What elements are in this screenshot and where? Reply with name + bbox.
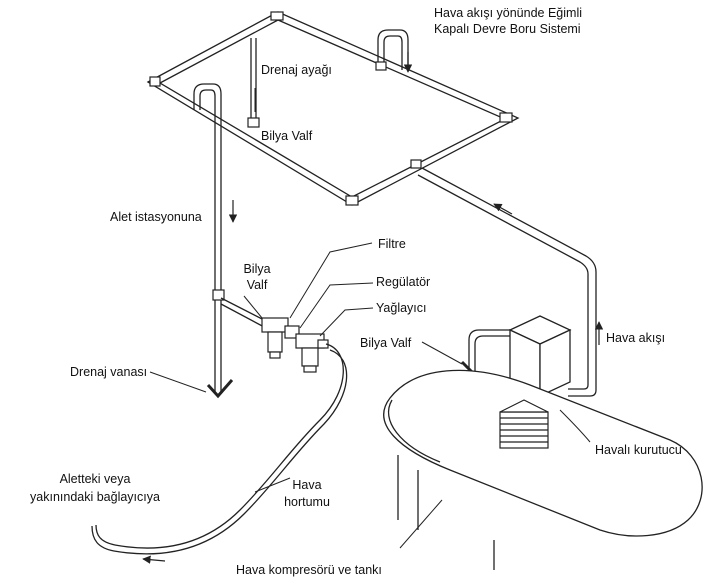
tee-fitting <box>212 289 225 301</box>
air-hose <box>91 343 348 555</box>
top-right-drop <box>377 29 409 70</box>
label-drain-valve: Drenaj vanası <box>70 365 148 379</box>
label-ball-valve-right: Bilya Valf <box>360 336 412 350</box>
flow-arrow-riser <box>493 203 513 215</box>
label-compressor-tank: Hava kompresörü ve tankı <box>236 563 382 577</box>
system-title-line-1: Hava akışı yönünde Eğimli <box>434 6 582 20</box>
label-to-tool-2: yakınındaki bağlayıcıya <box>30 490 160 504</box>
label-lubricator: Yağlayıcı <box>376 301 427 315</box>
ball-valve-top <box>247 117 260 128</box>
drain-valve <box>206 379 234 399</box>
system-title-line-2: Kapalı Devre Boru Sistemi <box>434 22 581 36</box>
compressor-tank <box>383 369 703 570</box>
riser-pipe <box>417 167 597 397</box>
tool-station-drop <box>193 83 222 392</box>
compressor-outlet-pipe <box>468 329 510 425</box>
label-to-tool-station: Alet istasyonuna <box>110 210 202 224</box>
filter-unit <box>261 317 300 359</box>
label-air-dryer: Havalı kurutucu <box>595 443 682 457</box>
leader-lines <box>149 88 591 549</box>
label-filter: Filtre <box>378 237 406 251</box>
compressor-head <box>499 399 549 449</box>
regulator-lubricator-unit <box>295 333 329 373</box>
label-to-tool-1: Aletteki veya <box>59 472 131 486</box>
label-air-hose-1: Hava <box>292 478 322 492</box>
label-drain-leg: Drenaj ayağı <box>261 63 332 77</box>
label-ball-valve-left-2: Valf <box>246 278 268 292</box>
label-regulator: Regülatör <box>376 275 431 289</box>
overhead-pipe-loop <box>146 11 520 206</box>
label-air-flow: Hava akışı <box>606 331 666 345</box>
label-ball-valve-left-1: Bilya <box>243 262 271 276</box>
frl-branch-pipe <box>220 297 269 329</box>
air-dryer <box>508 315 572 398</box>
label-ball-valve-top: Bilya Valf <box>261 129 313 143</box>
flow-arrow-hose <box>142 555 166 564</box>
drain-leg-pipe <box>250 38 257 118</box>
loop-fittings <box>149 11 513 206</box>
label-air-hose-2: hortumu <box>284 495 330 509</box>
